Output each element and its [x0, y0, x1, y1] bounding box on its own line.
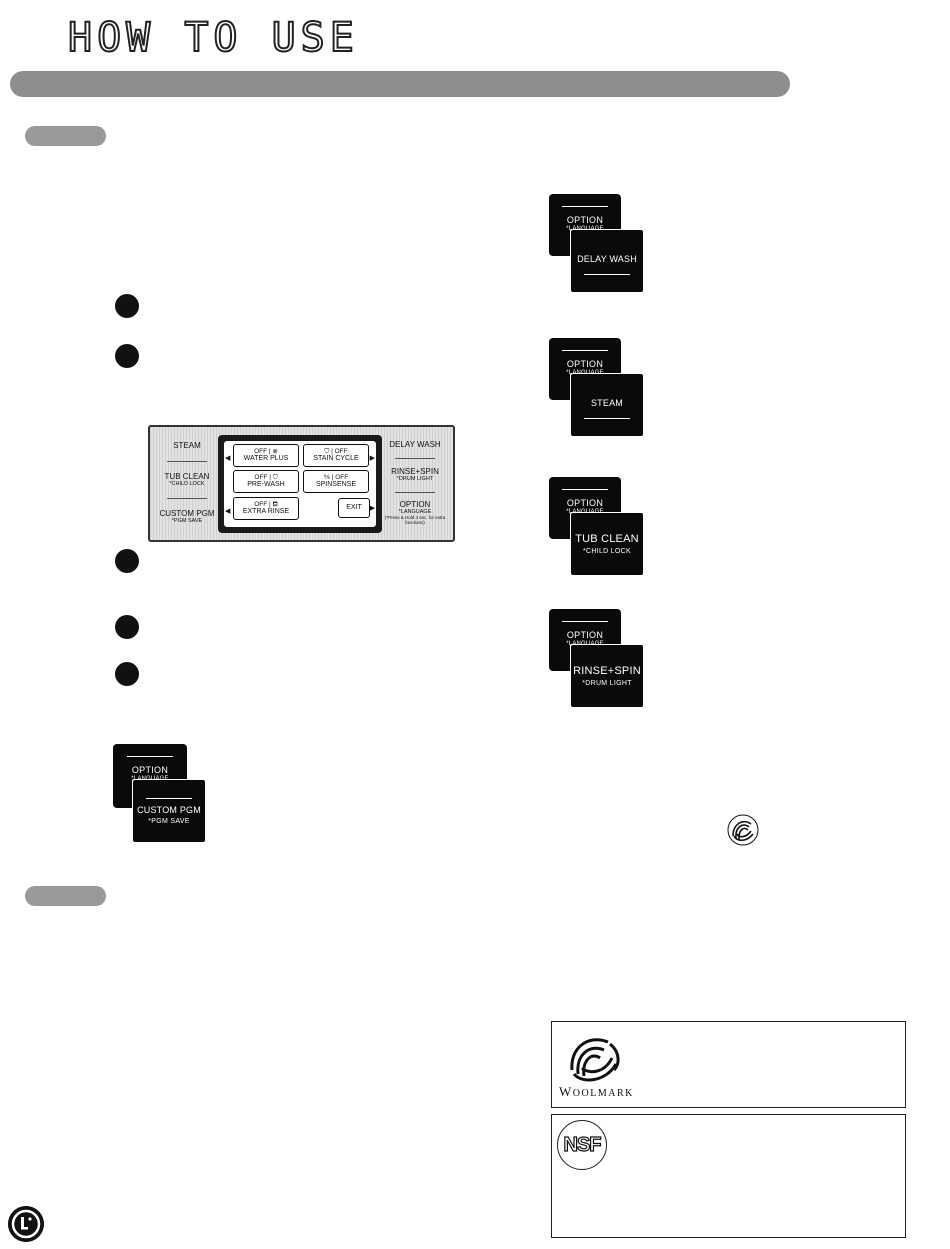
control-panel: STEAM TUB CLEAN *CHILD LOCK CUSTOM PGM *… [148, 425, 455, 542]
custom-pgm-button[interactable]: CUSTOM PGM *PGM SAVE [159, 508, 215, 524]
stain-cycle-option[interactable]: ⛉ | OFF STAIN CYCLE [303, 444, 369, 467]
panel-right-buttons: DELAY WASH RINSE+SPIN *DRUM LIGHT OPTION… [379, 427, 451, 540]
header-bar [10, 71, 790, 97]
delay-wash-illustration: OPTION *LANGUAGE DELAY WASH [549, 194, 659, 294]
section-tab-2 [25, 886, 106, 906]
woolmark-box: WOOLMARK [551, 1021, 906, 1108]
step-marker-4 [115, 615, 139, 639]
step-marker-1 [115, 294, 139, 318]
steam-illustration: OPTION *LANGUAGE STEAM [549, 338, 659, 438]
step-marker-2 [115, 344, 139, 368]
panel-divider [395, 458, 435, 460]
woolmark-logo-icon [570, 1038, 620, 1082]
left-arrow-icon[interactable]: ◀ [225, 455, 231, 462]
lg-logo-icon [8, 1206, 44, 1242]
nsf-seal: NSF [557, 1120, 607, 1170]
step-marker-3 [115, 549, 139, 573]
right-arrow-icon[interactable]: ▶ [369, 455, 375, 462]
rinse-spin-key: RINSE+SPIN *DRUM LIGHT [571, 645, 643, 707]
pre-wash-icon: ⛉ [272, 473, 278, 481]
panel-divider [167, 461, 207, 463]
exit-option[interactable]: EXIT [338, 498, 370, 518]
nsf-box: NSF [551, 1114, 906, 1238]
tub-clean-illustration: OPTION *LANGUAGE TUB CLEAN *CHILD LOCK [549, 477, 659, 577]
right-arrow-icon[interactable]: ▶ [369, 505, 375, 512]
tub-clean-button[interactable]: TUB CLEAN *CHILD LOCK [164, 471, 210, 487]
steam-button[interactable]: STEAM [173, 441, 201, 451]
option-button[interactable]: OPTION *LANGUAGE (*Press & Hold 3 sec. f… [384, 500, 446, 525]
custom-pgm-key: CUSTOM PGM *PGM SAVE [133, 780, 205, 842]
panel-left-buttons: STEAM TUB CLEAN *CHILD LOCK CUSTOM PGM *… [154, 427, 220, 540]
woolmark-small-icon [727, 814, 759, 846]
woolmark-wordmark: WOOLMARK [559, 1084, 634, 1099]
water-plus-option[interactable]: OFF | ⊗ WATER PLUS [233, 444, 299, 467]
left-arrow-icon[interactable]: ◀ [225, 508, 231, 515]
step-marker-5 [115, 662, 139, 686]
page-title: HOW TO USE [67, 15, 359, 61]
display-screen: ◀ OFF | ⊗ WATER PLUS ⛉ | OFF STAIN CYCLE… [218, 435, 382, 533]
spinsense-icon: ⅍ [323, 473, 330, 481]
panel-divider [395, 491, 435, 493]
custom-pgm-illustration: OPTION *LANGUAGE CUSTOM PGM *PGM SAVE [113, 744, 223, 844]
tub-clean-key: TUB CLEAN *CHILD LOCK [571, 513, 643, 575]
water-plus-icon: ⊗ [272, 447, 278, 455]
extra-rinse-icon: ⛾ [272, 500, 278, 508]
panel-divider [167, 498, 207, 500]
section-tab-1 [25, 126, 106, 146]
delay-wash-button[interactable]: DELAY WASH [389, 440, 441, 450]
spinsense-option[interactable]: ⅍ | OFF SPINSENSE [303, 470, 369, 493]
rinse-spin-illustration: OPTION *LANGUAGE RINSE+SPIN *DRUM LIGHT [549, 609, 659, 709]
rinse-spin-button[interactable]: RINSE+SPIN *DRUM LIGHT [391, 466, 439, 483]
steam-key: STEAM [571, 374, 643, 436]
stain-cycle-icon: ⛉ [324, 447, 330, 455]
extra-rinse-option[interactable]: OFF | ⛾ EXTRA RINSE [233, 497, 299, 520]
pre-wash-option[interactable]: OFF | ⛉ PRE-WASH [233, 470, 299, 493]
delay-wash-key: DELAY WASH [571, 230, 643, 292]
